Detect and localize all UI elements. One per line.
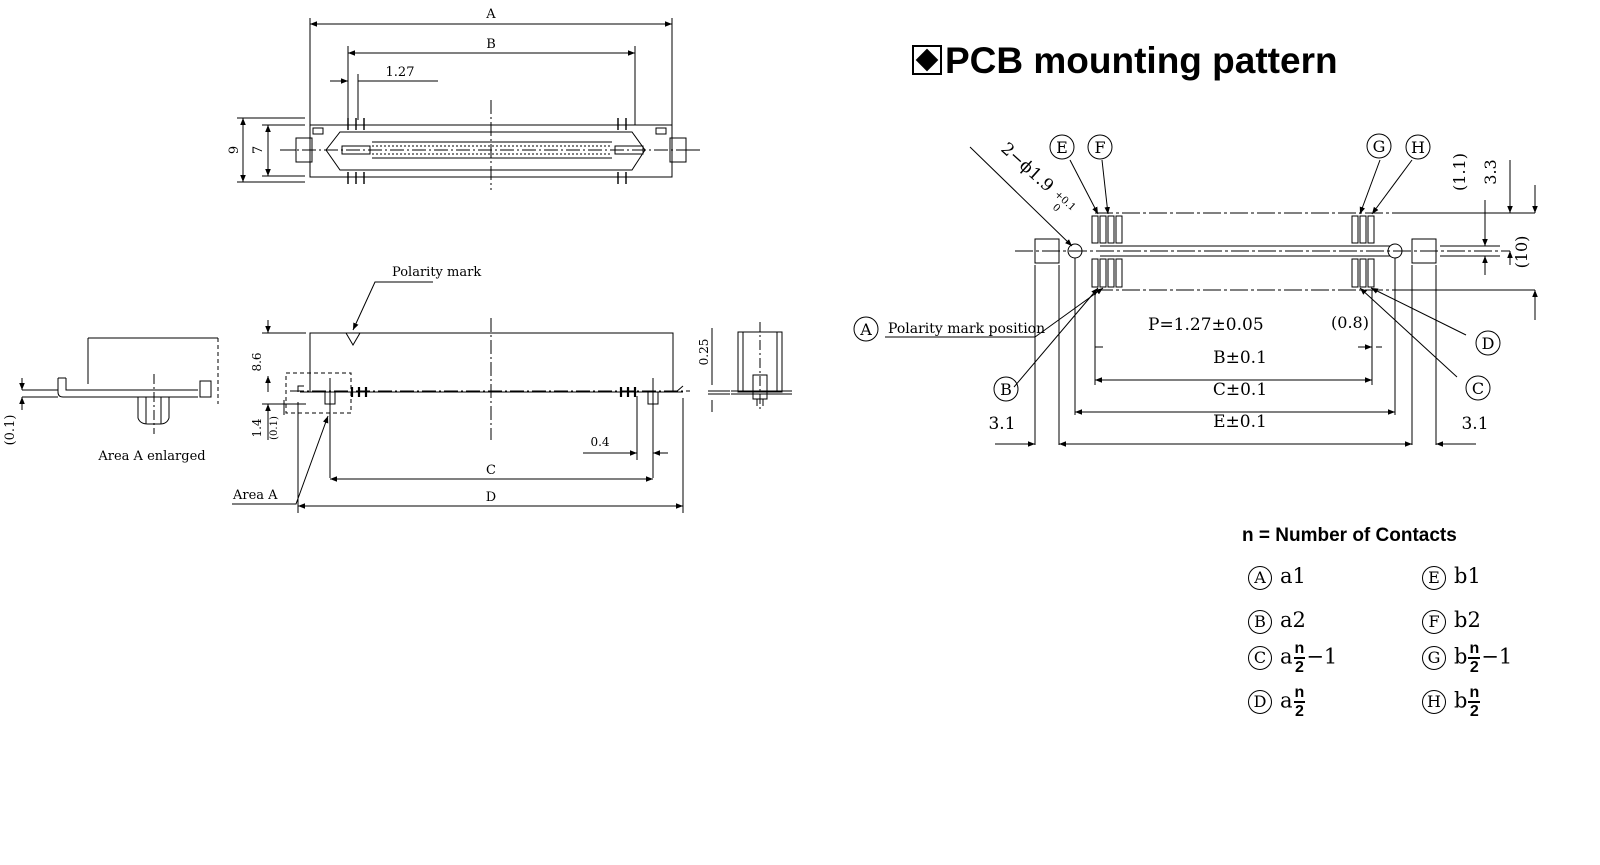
legend-key-f: F xyxy=(1422,609,1446,634)
pcb-callout-g: G xyxy=(1373,137,1386,156)
pcb-title: PCB mounting pattern xyxy=(912,40,1338,82)
pcb-dim-3-1-left: 3.1 xyxy=(988,414,1015,434)
fraction-denominator: 2 xyxy=(1469,703,1479,720)
pcb-dim-3-3: 3.3 xyxy=(1481,159,1500,184)
area-a-enlarged xyxy=(19,337,219,434)
pcb-dim-e: E±0.1 xyxy=(1213,412,1267,432)
top-dim-a: A xyxy=(485,7,496,22)
legend-prefix: a1 xyxy=(1280,564,1306,588)
pcb-dim-b: B±0.1 xyxy=(1213,348,1267,368)
legend-key-a: A xyxy=(1248,565,1272,590)
top-dim-9: 9 xyxy=(227,146,242,154)
top-dim-b: B xyxy=(486,37,496,52)
legend-suffix: −1 xyxy=(1306,644,1338,669)
pcb-pads-right xyxy=(1351,215,1375,288)
legend-key-b: B xyxy=(1248,609,1272,634)
pcb-hole-spec: 2−ϕ1.9 xyxy=(997,139,1058,196)
fraction-denominator: 2 xyxy=(1294,703,1304,720)
pcb-hole-tol-minus: 0 xyxy=(1050,202,1062,214)
end-view xyxy=(708,322,792,412)
legend-prefix: a xyxy=(1280,688,1293,713)
legend-prefix: b1 xyxy=(1454,564,1481,588)
pcb-callout-a: A xyxy=(859,320,872,339)
pcb-pattern xyxy=(853,133,1538,447)
legend-prefix: a2 xyxy=(1280,608,1306,632)
area-a-label: Area A xyxy=(232,488,278,503)
area-a-dim-0-1: (0.1) xyxy=(3,415,18,446)
pcb-callout-h: H xyxy=(1411,138,1425,157)
area-a-enlarged-label: Area A enlarged xyxy=(97,449,205,464)
top-dim-pitch: 1.27 xyxy=(386,65,415,80)
side-dim-d: D xyxy=(486,490,496,505)
legend-prefix: b2 xyxy=(1454,608,1481,632)
pcb-dim-1-1: (1.1) xyxy=(1450,153,1469,191)
fraction-numerator: n xyxy=(1293,640,1306,659)
legend-key-d: D xyxy=(1248,690,1272,714)
pcb-dim-c: C±0.1 xyxy=(1213,380,1267,400)
side-dim-c: C xyxy=(486,463,496,478)
side-dim-0-1: (0.1) xyxy=(269,416,280,440)
top-view xyxy=(237,18,700,190)
fraction-numerator: n xyxy=(1468,640,1481,659)
diamond-icon xyxy=(912,45,942,75)
pcb-callout-c: C xyxy=(1472,379,1484,398)
legend-prefix: b xyxy=(1454,644,1468,669)
pcb-pitch: P=1.27±0.05 xyxy=(1148,315,1264,335)
pcb-pads-left xyxy=(1091,215,1123,288)
side-dim-8-6: 8.6 xyxy=(250,352,264,371)
pcb-callout-b: B xyxy=(1000,380,1012,399)
legend-title: n = Number of Contacts xyxy=(1242,525,1457,546)
top-dim-7: 7 xyxy=(251,146,266,154)
legend-key-c: C xyxy=(1248,646,1272,670)
legend-prefix: a xyxy=(1280,644,1293,669)
fraction-denominator: 2 xyxy=(1294,659,1304,676)
legend-key-e: E xyxy=(1422,565,1446,590)
end-dim-0-25: 0.25 xyxy=(697,339,711,366)
fraction-denominator: 2 xyxy=(1469,659,1479,676)
pcb-callout-f: F xyxy=(1094,138,1105,157)
side-view xyxy=(232,281,690,513)
fraction-numerator: n xyxy=(1468,684,1481,703)
pcb-dim-0-8: (0.8) xyxy=(1331,313,1369,332)
pcb-callout-e: E xyxy=(1056,138,1068,157)
side-dim-1-4: 1.4 xyxy=(250,418,264,437)
legend-suffix: −1 xyxy=(1481,644,1513,669)
fraction-numerator: n xyxy=(1293,684,1306,703)
pcb-polarity-position: Polarity mark position xyxy=(888,321,1045,337)
side-dim-0-4: 0.4 xyxy=(590,435,609,449)
pcb-callout-d: D xyxy=(1482,334,1495,353)
polarity-mark-label: Polarity mark xyxy=(392,265,481,280)
legend-prefix: b xyxy=(1454,688,1468,713)
legend-key-g: G xyxy=(1422,646,1446,670)
pcb-title-text: PCB mounting pattern xyxy=(945,40,1338,81)
pcb-dim-10: (10) xyxy=(1512,236,1531,269)
legend-key-h: H xyxy=(1422,690,1446,714)
pcb-dim-3-1-right: 3.1 xyxy=(1461,414,1488,434)
